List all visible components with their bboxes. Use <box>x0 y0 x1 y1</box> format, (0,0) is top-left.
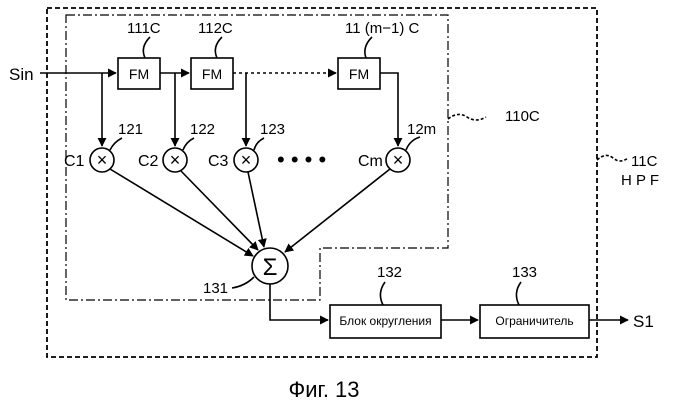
tap-line-m <box>380 73 398 146</box>
input-label: Sin <box>9 65 34 84</box>
fir-ref-label: 110C <box>505 108 540 125</box>
multiplier-3-symbol: × <box>241 150 252 170</box>
adder-to-rounding-line <box>270 284 328 320</box>
limiter-block-ref: 133 <box>512 264 537 281</box>
delay-box-2-ref: 112C <box>198 20 233 37</box>
multiplier-m-leader <box>406 137 420 150</box>
multiplier-3-ref: 123 <box>260 121 285 138</box>
multiplier-m-coef: Cm <box>358 153 383 170</box>
sum-line-1 <box>110 169 253 256</box>
multiplier-ellipsis: • • • • <box>277 147 326 172</box>
multiplier-1-symbol: × <box>97 150 108 170</box>
delay-box-2-leader <box>215 37 222 58</box>
multiplier-3-coef: C3 <box>208 153 229 170</box>
multiplier-2-ref: 122 <box>190 121 215 138</box>
rounding-block-ref: 132 <box>377 264 402 281</box>
delay-box-1-text: FM <box>129 66 149 82</box>
adder-ref: 131 <box>203 280 228 297</box>
sum-line-2 <box>181 171 258 250</box>
adder-leader <box>232 277 254 288</box>
fir-leader <box>448 114 486 120</box>
multiplier-m-symbol: × <box>393 150 404 170</box>
multiplier-1-leader <box>110 138 122 150</box>
hpf-name-label: H P F <box>621 172 659 189</box>
multiplier-1-coef: C1 <box>64 153 85 170</box>
delay-box-1-ref: 111C <box>127 20 161 37</box>
multiplier-2-symbol: × <box>170 150 181 170</box>
multiplier-2-leader <box>183 138 194 150</box>
output-label: S1 <box>633 312 654 331</box>
multiplier-2-coef: C2 <box>138 153 159 170</box>
delay-box-m-leader <box>365 37 372 58</box>
delay-box-m-text: FM <box>349 66 369 82</box>
multiplier-3-leader <box>254 138 264 150</box>
delay-box-1-leader <box>143 37 150 58</box>
adder-symbol: Σ <box>263 254 278 281</box>
delay-box-2-text: FM <box>202 66 222 82</box>
hpf-leader <box>597 155 628 161</box>
rounding-block-text: Блок округления <box>339 314 431 328</box>
sum-line-3 <box>248 172 264 247</box>
limiter-block-leader <box>516 282 521 305</box>
multiplier-1-ref: 121 <box>118 121 143 138</box>
hpf-ref-label: 11C <box>631 153 658 170</box>
rounding-block-leader <box>380 282 385 305</box>
figure-caption: Фиг. 13 <box>288 377 359 402</box>
delay-box-m-ref: 11 (m−1) C <box>345 20 419 37</box>
sum-line-m <box>285 169 390 252</box>
limiter-block-text: Ограничитель <box>495 314 573 328</box>
multiplier-m-ref: 12m <box>407 121 436 138</box>
